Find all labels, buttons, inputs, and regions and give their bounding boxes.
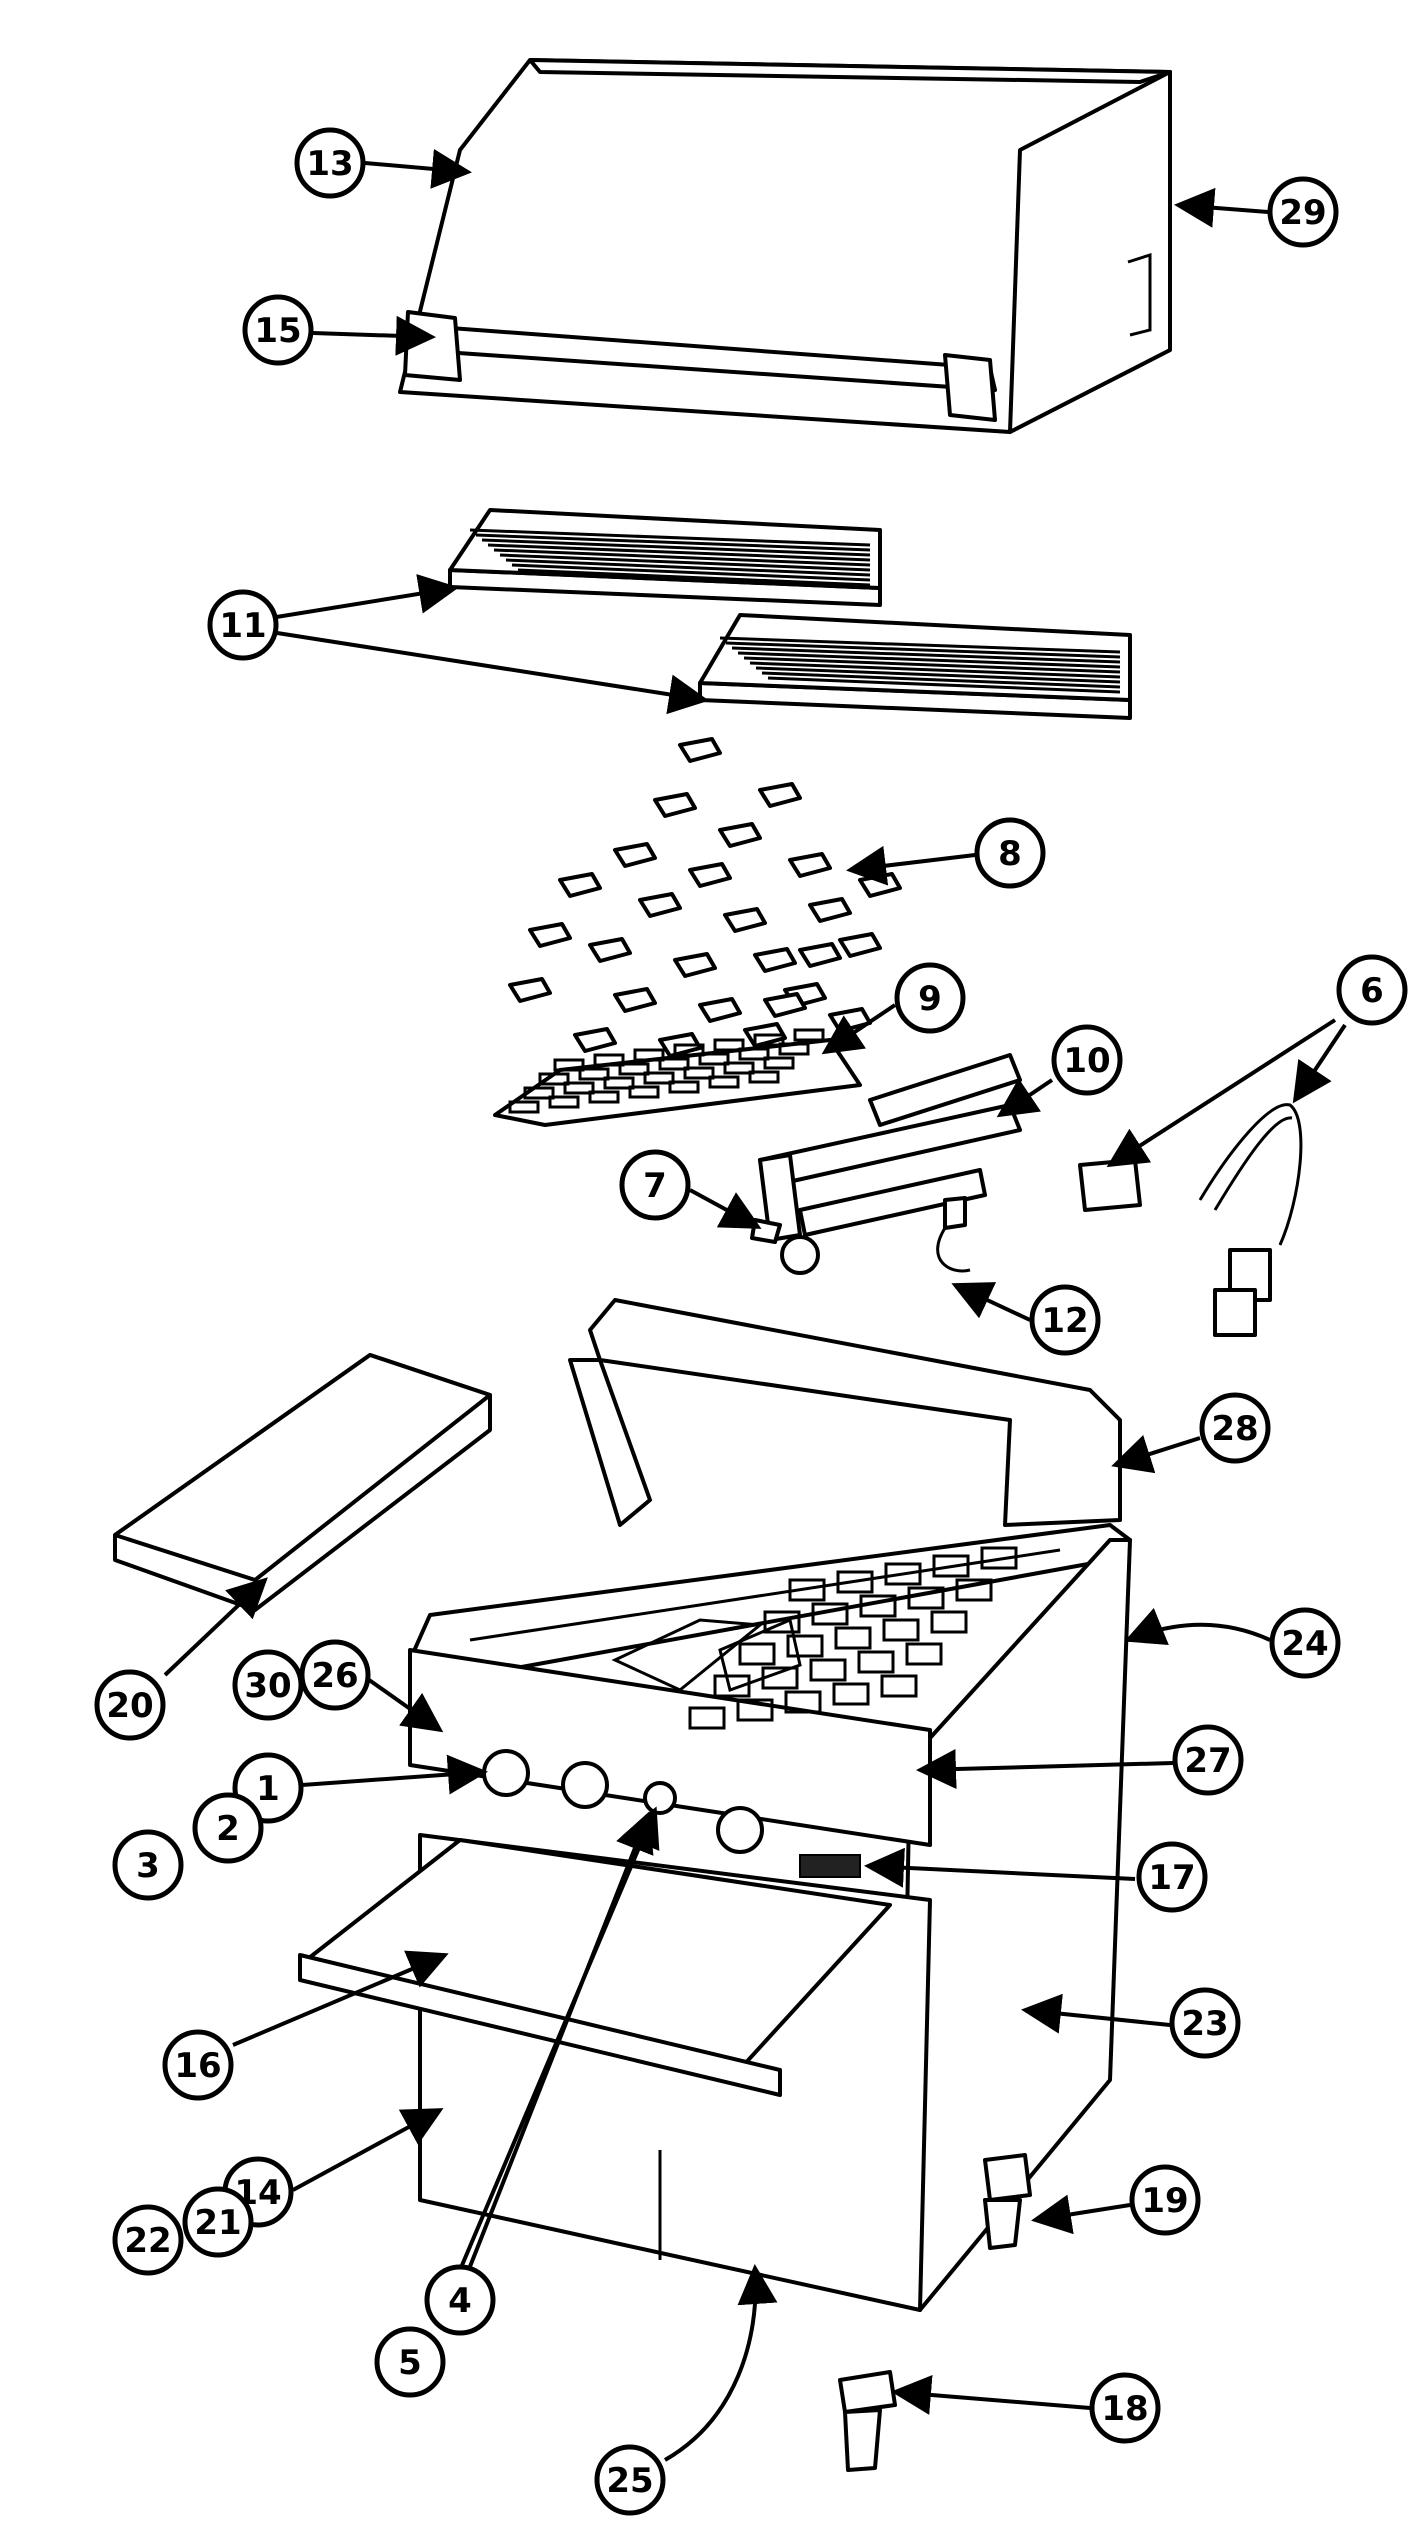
callout-13: 13 <box>294 127 366 199</box>
svg-text:3: 3 <box>136 1846 160 1886</box>
callout-3: 3 <box>112 1829 184 1901</box>
svg-text:27: 27 <box>1184 1741 1231 1781</box>
svg-text:24: 24 <box>1281 1624 1328 1664</box>
svg-text:5: 5 <box>398 2343 422 2383</box>
callout-24: 24 <box>1269 1607 1341 1679</box>
callout-16: 16 <box>162 2029 234 2101</box>
burner <box>758 1053 1022 1275</box>
callout-15: 15 <box>242 294 314 366</box>
callout-21: 21 <box>182 2186 254 2258</box>
callout-17: 17 <box>1136 1841 1208 1913</box>
svg-text:22: 22 <box>124 2221 171 2261</box>
svg-text:23: 23 <box>1181 2004 1228 2044</box>
svg-text:29: 29 <box>1279 193 1326 233</box>
callout-25: 25 <box>594 2444 666 2516</box>
svg-text:30: 30 <box>244 1666 291 1706</box>
svg-text:20: 20 <box>106 1686 153 1726</box>
grill-body <box>298 1298 1132 2312</box>
casters <box>838 2153 1032 2472</box>
svg-text:6: 6 <box>1360 971 1384 1011</box>
callout-20: 20 <box>94 1669 166 1741</box>
leader-lines <box>163 148 1347 2462</box>
side-shelf <box>113 1353 492 1612</box>
callout-27: 27 <box>1172 1724 1244 1796</box>
svg-text:25: 25 <box>606 2461 653 2501</box>
svg-text:2: 2 <box>216 1809 240 1849</box>
svg-text:4: 4 <box>448 2281 472 2321</box>
callout-26: 26 <box>299 1639 371 1711</box>
briquettes <box>508 737 902 1093</box>
callout-22: 22 <box>112 2204 184 2276</box>
callout-19: 19 <box>1129 2164 1201 2236</box>
svg-text:13: 13 <box>306 144 353 184</box>
callout-10: 10 <box>1051 1024 1123 1096</box>
callout-6: 6 <box>1336 954 1408 1026</box>
svg-text:7: 7 <box>643 1166 667 1206</box>
svg-text:9: 9 <box>918 979 942 1019</box>
svg-text:11: 11 <box>219 606 266 646</box>
callout-11: 11 <box>207 589 279 661</box>
svg-text:12: 12 <box>1041 1301 1088 1341</box>
callout-29: 29 <box>1267 176 1339 248</box>
callout-5: 5 <box>374 2326 446 2398</box>
svg-text:19: 19 <box>1141 2181 1188 2221</box>
control-knobs <box>482 1749 861 1878</box>
callout-4: 4 <box>424 2264 496 2336</box>
callout-8: 8 <box>974 817 1046 889</box>
callout-7: 7 <box>619 1149 691 1221</box>
callout-28: 28 <box>1199 1392 1271 1464</box>
svg-text:16: 16 <box>174 2046 221 2086</box>
hood <box>398 58 1172 434</box>
svg-text:26: 26 <box>311 1656 358 1696</box>
callout-9: 9 <box>894 962 966 1034</box>
callout-18: 18 <box>1089 2372 1161 2444</box>
callout-30: 30 <box>232 1649 304 1721</box>
svg-text:28: 28 <box>1211 1409 1258 1449</box>
svg-text:10: 10 <box>1063 1041 1110 1081</box>
callout-23: 23 <box>1169 1987 1241 2059</box>
svg-text:18: 18 <box>1101 2389 1148 2429</box>
small-parts <box>750 1103 1303 1337</box>
svg-text:17: 17 <box>1148 1858 1195 1898</box>
svg-text:15: 15 <box>254 311 301 351</box>
svg-text:1: 1 <box>256 1769 280 1809</box>
svg-text:21: 21 <box>194 2203 241 2243</box>
svg-text:8: 8 <box>998 834 1022 874</box>
callout-12: 12 <box>1029 1284 1101 1356</box>
callout-2: 2 <box>192 1792 264 1864</box>
